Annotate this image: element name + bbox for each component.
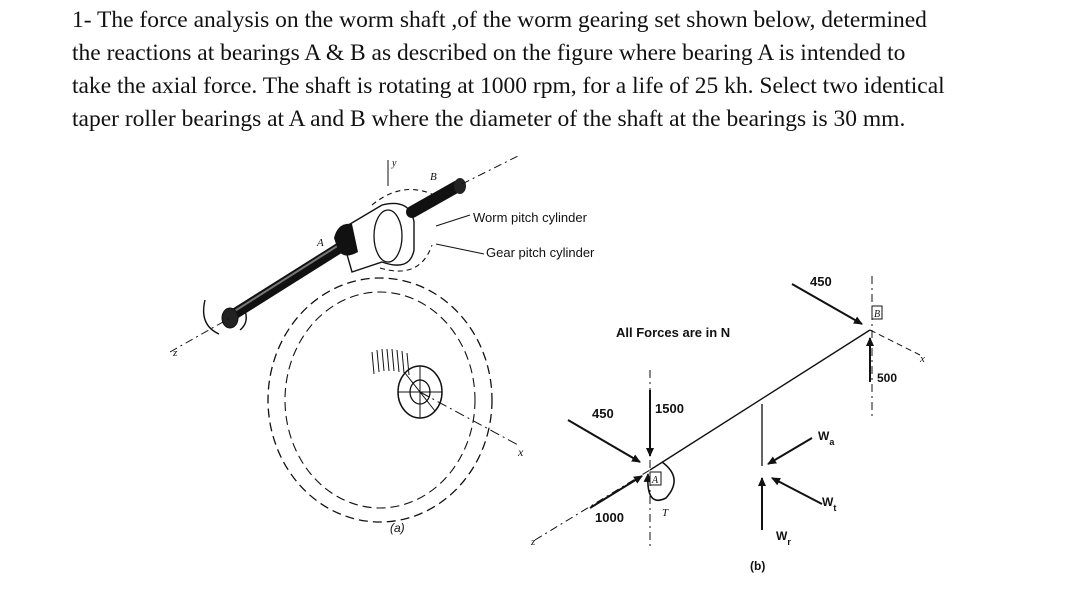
gear-leader: [435, 243, 485, 255]
force-1000-label: 1000: [595, 510, 624, 525]
torque-arrow: [643, 461, 675, 502]
shaft-axis-end: [461, 154, 521, 185]
problem-line-2: the reactions at bearings A & B as descr…: [72, 40, 906, 66]
rotation-arrow: [202, 299, 247, 335]
bearing-a-block: [334, 223, 358, 256]
worm-body: [339, 202, 415, 273]
axis-z-label-a: z: [172, 347, 178, 359]
force-450-b-arrow: [791, 283, 863, 325]
force-500-label: 500: [877, 371, 897, 385]
force-1000-arrow: [589, 475, 643, 509]
problem-line-4: taper roller bearings at A and B where t…: [72, 106, 906, 132]
worm-pitch-label: Worm pitch cylinder: [473, 210, 588, 225]
fbd-shaft: [649, 329, 871, 471]
bearing-b-box: [871, 305, 883, 320]
axis-z-label-b: z: [530, 536, 536, 548]
bearing-a-box: [649, 471, 662, 486]
force-450-b-label: 450: [810, 274, 832, 289]
force-450-a-label: 450: [592, 406, 614, 421]
problem-line-3: take the axial force. The shaft is rotat…: [72, 73, 945, 99]
gear-teeth-hatch: [371, 348, 410, 376]
axis-x-label-a: x: [517, 445, 524, 459]
gear-inner-dashed: [284, 291, 476, 509]
gear-outer-dashed: [267, 277, 493, 523]
force-1500-label: 1500: [655, 401, 684, 416]
bearing-a-label-fig-a: A: [316, 237, 324, 249]
figure-b-caption: (b): [750, 559, 765, 573]
shaft-axis-z: [169, 317, 231, 353]
bearing-a-label-fig-b: A: [651, 475, 659, 486]
worm-shaft: [222, 234, 358, 324]
figure-b-free-body: All Forces are in N z x 1500 450 1000 T …: [530, 274, 925, 573]
gear-axis-x: [419, 391, 521, 447]
bearing-b-label-fig-a: B: [430, 171, 437, 183]
fbd-axis-x: [869, 329, 921, 356]
fbd-shaft-axis: [534, 469, 651, 541]
problem-statement: 1- The force analysis on the worm shaft …: [72, 4, 1032, 136]
problem-line-1: 1- The force analysis on the worm shaft …: [72, 7, 927, 33]
bearing-b-end: [454, 178, 466, 194]
wa-label: Wa: [818, 429, 835, 447]
axis-y-label-a: y: [391, 158, 397, 169]
wa-arrow: [767, 437, 813, 465]
axis-x-label-b: x: [919, 353, 925, 365]
torque-label: T: [662, 507, 669, 519]
figure-a-worm-gear: x z A B y Worm pitch cylinder Gear pitch…: [169, 154, 595, 535]
worm-body-end: [373, 209, 403, 263]
units-note: All Forces are in N: [616, 325, 730, 340]
figure-a-caption: (a): [390, 521, 405, 535]
force-450-a-arrow: [567, 419, 641, 463]
bearing-b-label-fig-b: B: [874, 309, 880, 320]
shaft-end: [221, 307, 239, 329]
wt-label: Wt: [822, 495, 836, 513]
worm-leader: [435, 214, 471, 227]
wr-label: Wr: [776, 529, 791, 547]
worm-shaft-b: [406, 180, 464, 218]
worm-shaft-highlight: [229, 237, 351, 315]
gear-pitch-label: Gear pitch cylinder: [486, 245, 595, 260]
wt-arrow: [771, 477, 823, 505]
